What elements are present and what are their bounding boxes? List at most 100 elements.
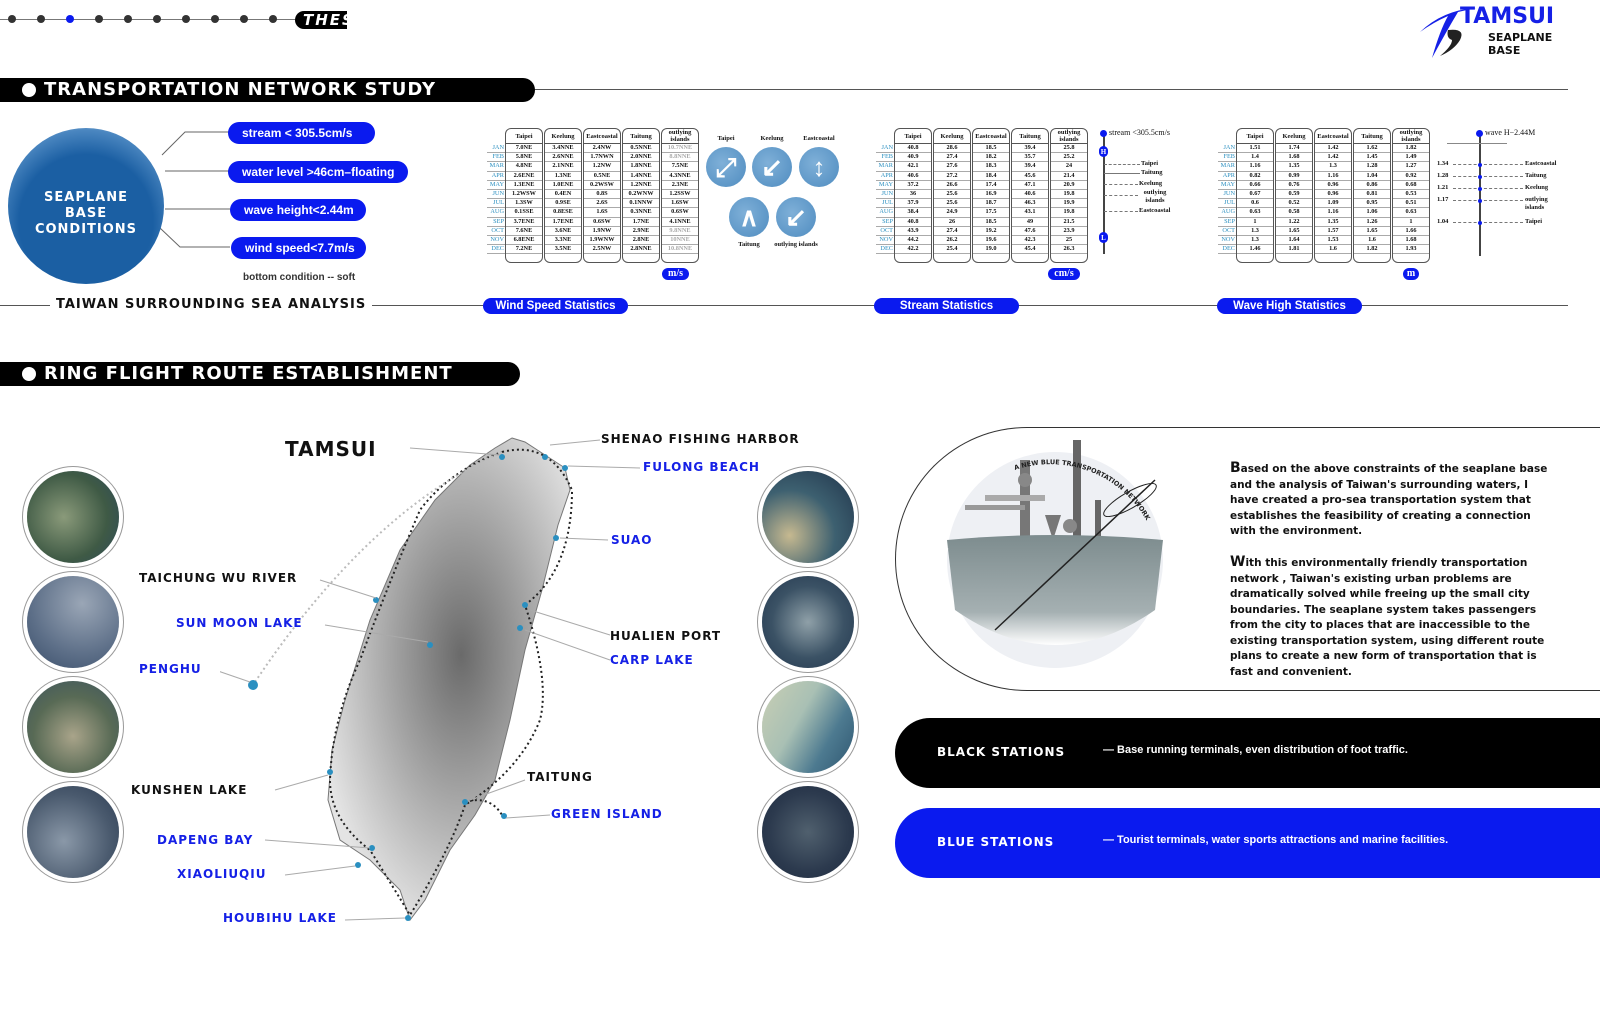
bottom-condition-note: bottom condition -- soft (243, 272, 356, 283)
timeline-step[interactable] (182, 15, 190, 23)
table-cell: 3.7ENE (506, 218, 542, 227)
taiwan-route-map (220, 437, 641, 922)
table-cell: 40.6 (895, 172, 931, 181)
black-stations-title: BLACK STATIONS (937, 745, 1066, 759)
timeline-step[interactable] (37, 15, 45, 23)
station-label-sun-moon-lake[interactable]: SUN MOON LAKE (176, 616, 303, 630)
month-label: AUG (487, 208, 505, 218)
column-header: Eastcoastal (584, 129, 620, 144)
wave-mark-label: Taitung (1525, 172, 1547, 179)
table-cell: 1.06 (1354, 208, 1390, 218)
wave-mark-dot-icon (1478, 162, 1482, 167)
table-cell: 37.9 (895, 199, 931, 209)
table-cell: 25.4 (934, 245, 970, 255)
wave-legend-limit-line (1447, 143, 1507, 144)
table-cell: 2.0NNE (623, 153, 659, 163)
wave-mark-dot-icon (1478, 220, 1482, 225)
table-cell: 1.7NWN (584, 153, 620, 163)
table-cell: 7.0NE (506, 144, 542, 154)
month-label: OCT (876, 227, 894, 236)
stream-legend: stream <305.5cm/s H L Taipei Taitung Kee… (1095, 128, 1195, 258)
table-cell: 2.8NNE (623, 245, 659, 255)
station-label-fulong-beach[interactable]: FULONG BEACH (643, 460, 760, 474)
timeline-step[interactable] (95, 15, 103, 23)
wind-speed-statistics-label: Wind Speed Statistics (483, 298, 628, 314)
timeline-step[interactable] (124, 15, 132, 23)
table-cell: 2.6NNE (545, 153, 581, 163)
table-cell: 1.46 (1237, 245, 1273, 255)
station-label-hualien-port[interactable]: HUALIEN PORT (610, 629, 722, 643)
timeline-step[interactable] (8, 15, 16, 23)
table-cell: 1.74 (1276, 144, 1312, 154)
station-label-houbihu-lake[interactable]: HOUBIHU LAKE (223, 911, 337, 925)
table-cell: 27.4 (934, 227, 970, 236)
month-label: MAY (487, 181, 505, 190)
table-cell: 38.4 (895, 208, 931, 218)
description-paragraph-2: With this environmentally friendly trans… (1230, 554, 1560, 680)
condition-water-level: water level >46cm–floating (228, 161, 408, 183)
satellite-image-dapeng (27, 786, 119, 878)
table-cell: 19.6 (973, 236, 1009, 246)
stream-high-marker: H (1099, 146, 1108, 157)
table-cell: 1.68 (1393, 236, 1429, 246)
timeline-step[interactable] (269, 15, 277, 23)
timeline-step-active[interactable] (66, 15, 74, 23)
month-label: SEP (876, 218, 894, 227)
timeline-step[interactable] (240, 15, 248, 23)
section1-title: TRANSPORTATION NETWORK STUDY (44, 79, 437, 100)
table-cell: 1.28 (1354, 162, 1390, 172)
table-cell: 1.26 (1354, 218, 1390, 227)
table-cell: 18.5 (973, 144, 1009, 154)
table-cell: 25 (1051, 236, 1087, 246)
station-label-xiaoliuqiu[interactable]: XIAOLIUQIU (177, 867, 267, 881)
stream-legend-tick (1104, 195, 1138, 196)
station-label-tamsui[interactable]: TAMSUI (285, 437, 377, 461)
station-label-suao[interactable]: SUAO (611, 533, 653, 547)
logo-line2: SEAPLANE (1488, 31, 1553, 44)
station-label-dapeng-bay[interactable]: DAPENG BAY (157, 833, 254, 847)
table-cell: 1.82 (1354, 245, 1390, 255)
table-cell: 21.4 (1051, 172, 1087, 181)
table-cell: 3.3NE (545, 236, 581, 246)
wind-direction-arrow-icon: ↕ (799, 147, 839, 187)
station-label-carp-lake[interactable]: CARP LAKE (610, 653, 694, 667)
table-cell: 1.42 (1315, 153, 1351, 163)
table-cell: 47.1 (1012, 181, 1048, 190)
station-label-green-island[interactable]: GREEN ISLAND (551, 807, 663, 821)
station-label-taitung[interactable]: TAITUNG (527, 770, 593, 784)
table-cell: 1.2SSW (662, 190, 698, 200)
stream-legend-label: Taipei (1141, 160, 1159, 167)
table-cell: 19.8 (1051, 208, 1087, 218)
table-cell: 1.81 (1276, 245, 1312, 255)
wave-mark-label: Taipei (1525, 218, 1543, 225)
table-cell: 2.6S (584, 199, 620, 209)
station-label-penghu[interactable]: PENGHU (139, 662, 202, 676)
table-cell: 1.9NW (584, 227, 620, 236)
station-label-shenao-fishing-harbor[interactable]: SHENAO FISHING HARBOR (601, 432, 800, 446)
table-cell: 46.3 (1012, 199, 1048, 209)
stream-legend-label: Keelung (1139, 180, 1163, 187)
table-cell: 1.68 (1276, 153, 1312, 163)
stream-legend-tick (1104, 184, 1138, 185)
timeline-step[interactable] (153, 15, 161, 23)
paragraph-text: ased on the above constraints of the sea… (1230, 463, 1548, 537)
stream-legend-tick (1104, 211, 1138, 212)
wind-direction-label: Keelung (760, 135, 784, 142)
table-cell: 1.3 (1237, 227, 1273, 236)
table-cell: 10.7NNE (662, 144, 698, 154)
timeline-step[interactable] (211, 15, 219, 23)
satellite-image-taitung (762, 681, 854, 773)
month-label: APR (487, 172, 505, 181)
column-header: outlying islands (1051, 129, 1087, 144)
station-label-kunshen-lake[interactable]: KUNSHEN LAKE (131, 783, 248, 797)
table-cell: 0.9SE (545, 199, 581, 209)
month-label: MAY (1218, 181, 1236, 190)
table-cell: 28.6 (934, 144, 970, 154)
column-header: Taitung (1354, 129, 1390, 144)
table-cell: 0.67 (1237, 190, 1273, 200)
station-label-taichung-wu-river[interactable]: TAICHUNG WU RIVER (139, 571, 298, 585)
